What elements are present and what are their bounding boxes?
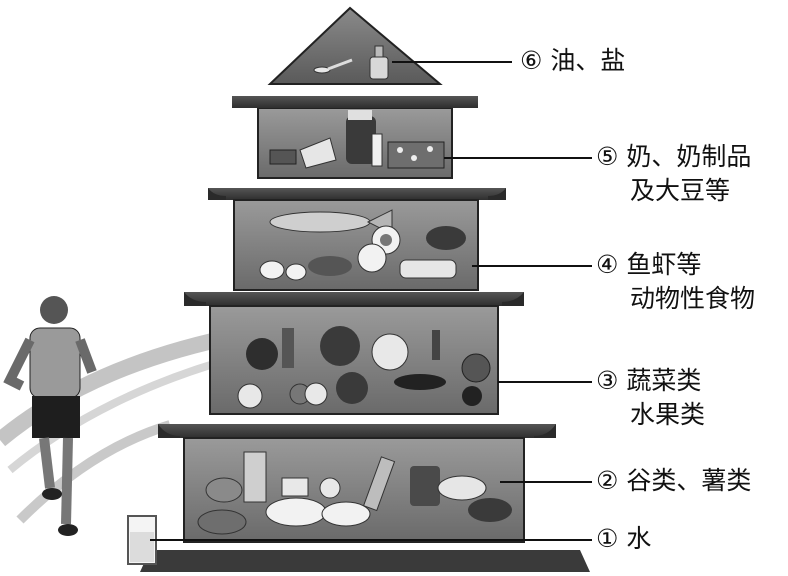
tier-5-text-line1: 奶、奶制品 — [626, 142, 752, 171]
grain-icon — [243, 451, 440, 527]
tier-1-number: ① — [596, 524, 619, 553]
milk-bottle-icon — [346, 110, 383, 167]
leader-lines — [150, 61, 592, 541]
tier-6-oil-salt — [267, 6, 443, 85]
tier-1-water — [127, 515, 590, 572]
runner-figure — [3, 296, 97, 536]
meat-icon — [399, 226, 466, 279]
tier-2-label: ② 谷类、薯类 — [596, 464, 751, 498]
salt-spoon-icon — [313, 58, 353, 74]
tier-5-number: ⑤ — [596, 142, 619, 171]
tier-2-text: 谷类、薯类 — [626, 466, 752, 495]
oil-bottle-icon — [369, 45, 389, 80]
tier-1-text: 水 — [626, 524, 652, 553]
tier-5-label: ⑤ 奶、奶制品 及大豆等 — [596, 140, 751, 208]
cheese-icon — [299, 137, 337, 169]
tier-3-text-line1: 蔬菜类 — [626, 366, 702, 395]
vegetables-icon — [246, 326, 446, 390]
tier-3-number: ③ — [596, 366, 619, 395]
tier-4-text-line1: 鱼虾等 — [626, 250, 702, 279]
tier-6-label: ⑥ 油、盐 — [520, 44, 625, 78]
tier-2-grain-tuber — [158, 424, 556, 543]
egg-icon — [259, 225, 401, 281]
fruit-icon — [237, 353, 491, 409]
tier-1-label: ① 水 — [596, 522, 651, 556]
tier-4-number: ④ — [596, 250, 619, 279]
tier-3-vegetables-fruit — [184, 292, 524, 415]
tier-4-fish-meat — [208, 188, 506, 291]
tier-3-text-line2: 水果类 — [630, 400, 706, 429]
tier-6-text: 油、盐 — [550, 46, 626, 75]
tier-3-label: ③ 蔬菜类 水果类 — [596, 364, 705, 432]
tier-2-number: ② — [596, 466, 619, 495]
tier-4-text-line2: 动物性食物 — [630, 284, 756, 313]
bread-icon — [197, 475, 512, 535]
tier-5-dairy-bean — [232, 96, 478, 179]
tier-4-label: ④ 鱼虾等 动物性食物 — [596, 248, 755, 316]
tier-5-text-line2: 及大豆等 — [630, 176, 731, 205]
tier-6-number: ⑥ — [520, 46, 543, 75]
